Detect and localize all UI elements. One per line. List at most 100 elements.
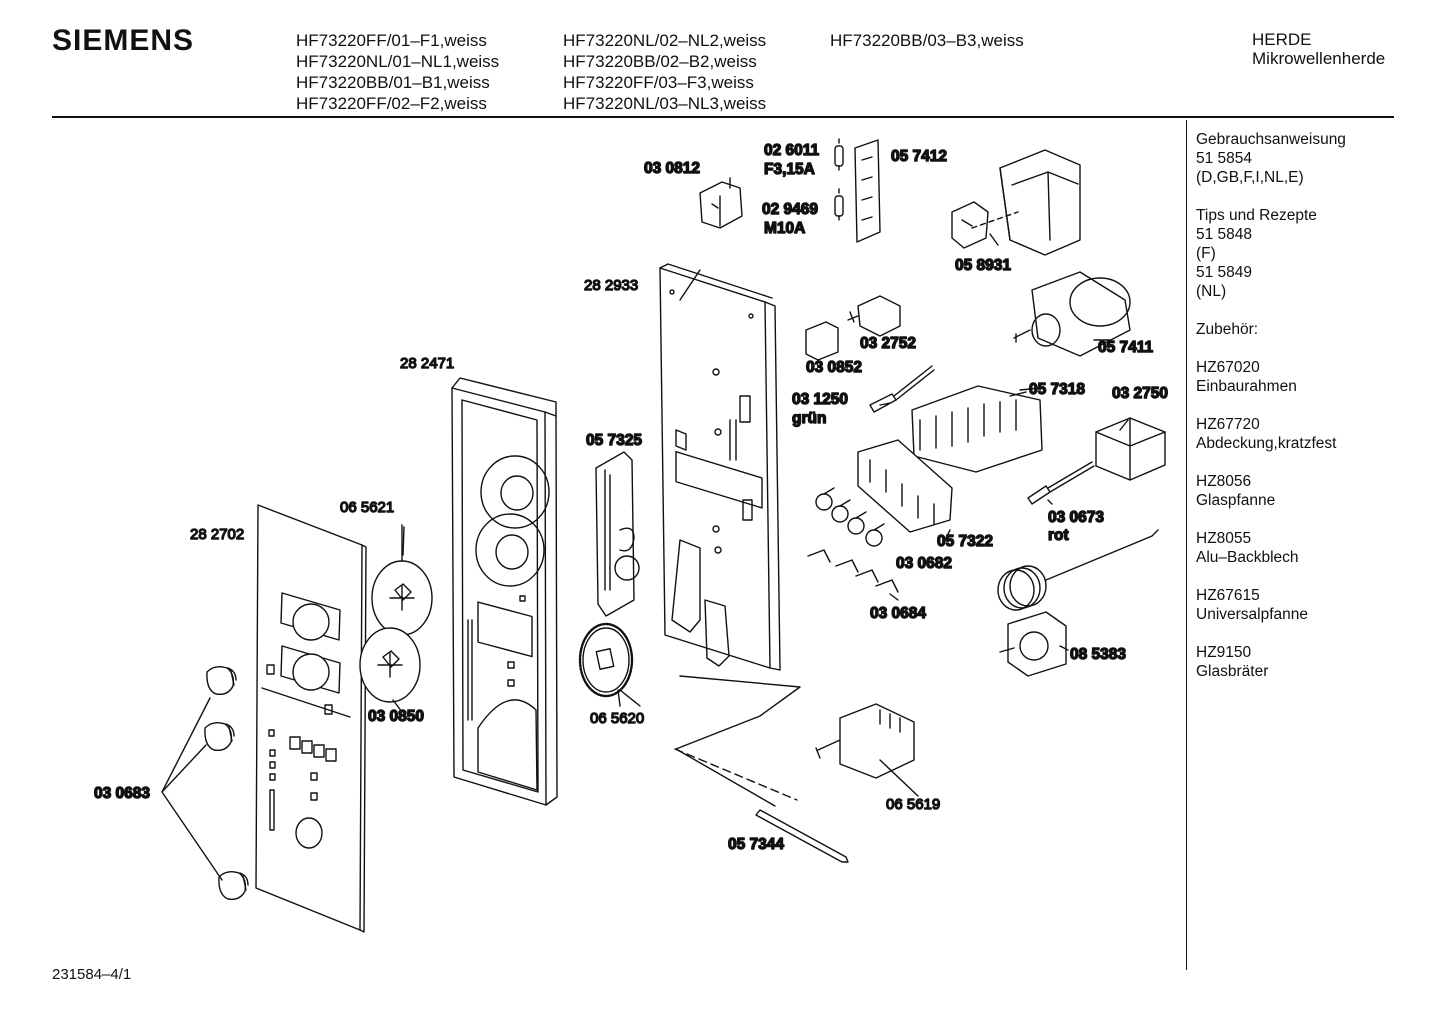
exploded-diagram: 03 0812 02 6011 F3,15A 02 9469 M10A 05 7… (93, 138, 1169, 933)
accessory-item: HZ9150 Glasbräter (1196, 643, 1346, 681)
part-label: 03 2752 (860, 335, 916, 352)
top-switch (699, 177, 743, 229)
part-label: 06 5621 (340, 499, 394, 516)
sidebar-text: (F) (1196, 245, 1216, 262)
model-list-col1: HF73220FF/01–F1,weiss HF73220NL/01–NL1,w… (296, 30, 499, 114)
part-label: 08 5383 (1070, 646, 1126, 663)
sidebar-text: Universalpfanne (1196, 606, 1309, 623)
sidebar-text: Einbaurahmen (1196, 378, 1297, 395)
dial-disc (371, 560, 433, 636)
model-list-col3: HF73220BB/03–B3,weiss (830, 30, 1024, 51)
sidebar-text: Gebrauchsanweisung (1196, 131, 1346, 148)
part-label: 05 7318 (1029, 381, 1085, 398)
part-label: 05 7322 (937, 533, 993, 550)
knob-icon (204, 721, 235, 752)
dial-disc (359, 627, 421, 703)
part-label: 06 5619 (886, 796, 940, 813)
sidebar-text: Glaspfanne (1196, 492, 1276, 509)
push-button (805, 321, 839, 361)
sidebar-text: Alu–Backblech (1196, 549, 1299, 566)
part-label: 05 7411 (1098, 339, 1154, 356)
sidebar-divider (1186, 120, 1187, 970)
model-item: HF73220NL/02–NL2,weiss (563, 31, 767, 50)
fuse-icon (834, 188, 844, 221)
model-item: HF73220FF/03–F3,weiss (563, 73, 754, 92)
part-label: 05 7344 (728, 836, 784, 853)
sidebar-text: 51 5848 (1196, 226, 1253, 243)
category-block: HERDE Mikrowellenherde (1252, 30, 1385, 68)
model-item: HF73220FF/01–F1,weiss (296, 31, 487, 50)
part-label: 03 0850 (368, 708, 424, 725)
sidebar-text: (D,GB,F,I,NL,E) (1196, 169, 1304, 186)
part-label: 28 2702 (190, 526, 244, 543)
sidebar-text: HZ67720 (1196, 416, 1260, 433)
switch-board (595, 451, 640, 617)
shaft-icon (755, 809, 849, 863)
relay-bracket (951, 149, 1081, 256)
part-label: 28 2933 (584, 277, 638, 294)
toggle-switch (847, 295, 901, 337)
model-list-col2: HF73220NL/02–NL2,weiss HF73220BB/02–B2,w… (563, 30, 766, 114)
sidebar-text: (NL) (1196, 283, 1227, 300)
part-label: 03 2750 (1112, 385, 1168, 402)
sidebar-text: HZ9150 (1196, 644, 1252, 661)
part-label: 03 1250 (792, 391, 848, 408)
sidebar-text: Glasbräter (1196, 663, 1269, 680)
category-subtitle: Mikrowellenherde (1252, 49, 1386, 68)
model-item: HF73220NL/01–NL1,weiss (296, 52, 500, 71)
drawing-code: 231584–4/1 (52, 966, 132, 983)
chassis-plate (659, 263, 781, 671)
sidebar-info: Gebrauchsanweisung 51 5854 (D,GB,F,I,NL,… (1196, 130, 1346, 700)
lamp-icon (869, 365, 935, 413)
model-item: HF73220BB/03–B3,weiss (830, 31, 1024, 50)
part-label: 03 0673 (1048, 509, 1104, 526)
category-title: HERDE (1252, 30, 1312, 49)
gear-disc (578, 622, 634, 698)
part-label: 05 7412 (891, 148, 947, 165)
relay-icon (1095, 417, 1166, 481)
part-label: 03 0812 (644, 160, 700, 177)
knob-icon (218, 870, 249, 901)
fuse-icon (834, 138, 844, 171)
sidebar-text: 51 5854 (1196, 150, 1253, 167)
accessory-item: HZ67615 Universalpfanne (1196, 586, 1346, 624)
selector-switch (815, 703, 919, 797)
sidebar-text: HZ8056 (1196, 473, 1252, 490)
accessory-item: HZ67720 Abdeckung,kratzfest (1196, 415, 1346, 453)
model-item: HF73220NL/03–NL3,weiss (563, 94, 767, 113)
part-label: 05 7325 (586, 432, 642, 449)
sidebar-text: HZ67020 (1196, 359, 1260, 376)
sidebar-text: HZ8055 (1196, 530, 1252, 547)
front-panel (255, 504, 367, 933)
part-label: 05 8931 (955, 257, 1011, 274)
sidebar-text: 51 5849 (1196, 264, 1253, 281)
sidebar-text: Abdeckung,kratzfest (1196, 435, 1337, 452)
part-label: M10A (764, 220, 805, 237)
part-label: 03 0684 (870, 605, 926, 622)
clip-icon (807, 549, 899, 593)
part-label: grün (792, 410, 826, 427)
model-item: HF73220BB/02–B2,weiss (563, 52, 757, 71)
part-label: 03 0683 (94, 785, 150, 802)
switch-block (911, 385, 1043, 473)
part-label: 03 0682 (896, 555, 952, 572)
part-label: 03 0852 (806, 359, 862, 376)
resistor-icon (815, 487, 885, 547)
accessories-heading: Zubehör: (1196, 320, 1346, 339)
header-divider (52, 116, 1394, 118)
sidebar-text: Zubehör: (1196, 321, 1259, 338)
part-label: 06 5620 (590, 710, 644, 727)
manual-group: Gebrauchsanweisung 51 5854 (D,GB,F,I,NL,… (1196, 130, 1346, 187)
accessory-item: HZ8056 Glaspfanne (1196, 472, 1346, 510)
lamp-icon (1027, 461, 1095, 505)
sidebar-text: Tips und Rezepte (1196, 207, 1317, 224)
fuse-holder (854, 139, 881, 243)
part-label: 02 9469 (762, 201, 818, 218)
knob-icon (206, 665, 237, 696)
part-label: rot (1048, 527, 1069, 544)
part-label: F3,15A (764, 161, 815, 178)
part-label: 02 6011 (764, 142, 820, 159)
model-item: HF73220FF/02–F2,weiss (296, 94, 487, 113)
switch-block (857, 439, 953, 533)
recipes-group: Tips und Rezepte 51 5848 (F) 51 5849 (NL… (1196, 206, 1346, 301)
